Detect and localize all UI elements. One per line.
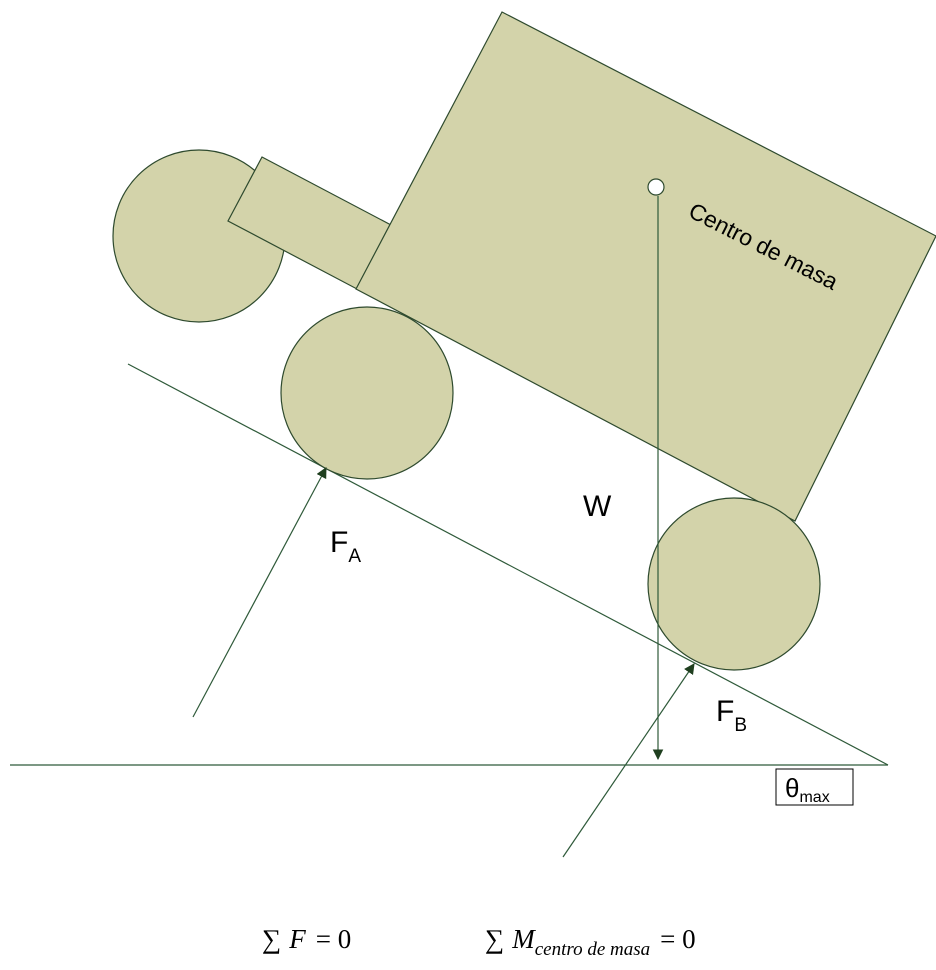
force-equilibrium-equation: ∑F= 0 bbox=[262, 924, 351, 954]
force-a-arrow bbox=[192, 467, 327, 718]
force-b-arrow bbox=[562, 663, 695, 858]
wheel-a bbox=[280, 306, 454, 480]
center-of-mass-marker bbox=[647, 178, 665, 196]
vehicle-body bbox=[355, 11, 936, 522]
force-a-label: FA bbox=[330, 526, 361, 567]
wheel-b bbox=[647, 497, 821, 671]
force-b-label: FB bbox=[716, 695, 747, 736]
slope-line bbox=[127, 363, 889, 766]
angle-label: θmax bbox=[785, 773, 830, 806]
moment-equilibrium-equation: ∑Mcentro de masa= 0 bbox=[485, 924, 696, 960]
weight-label: W bbox=[583, 490, 612, 523]
angle-label-box bbox=[775, 768, 854, 806]
